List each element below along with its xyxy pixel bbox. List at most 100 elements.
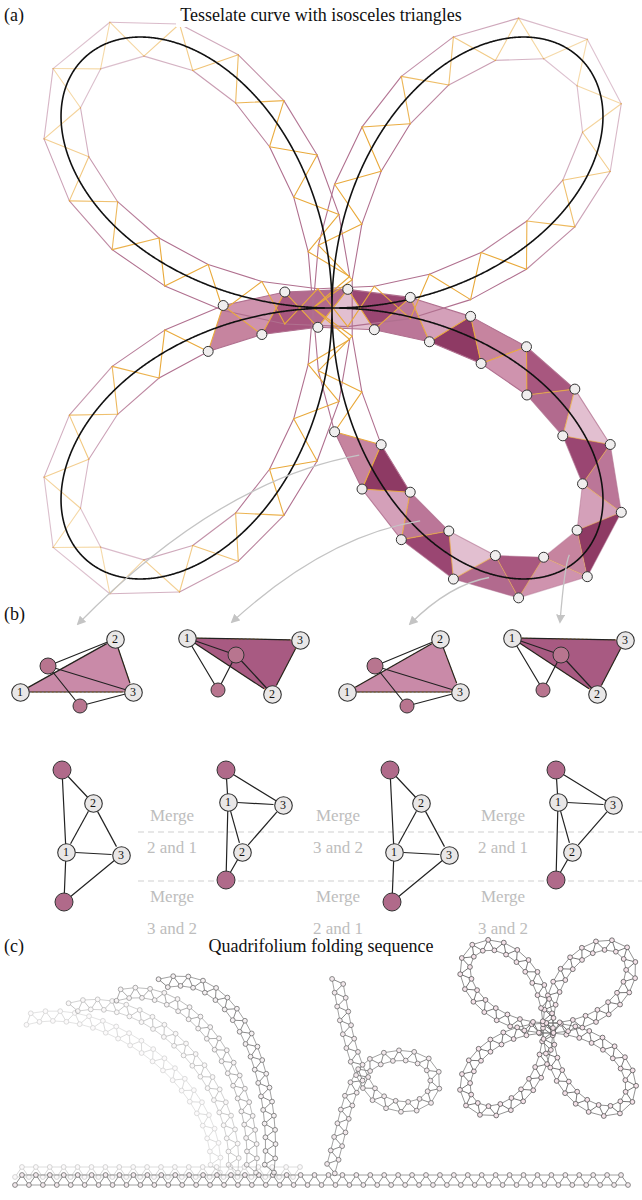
folding-sequence-part <box>13 1165 303 1180</box>
folding-sequence-part-part <box>145 1173 150 1178</box>
vertex-number: 2 <box>588 685 607 704</box>
folding-sequence-part-part <box>501 1030 506 1035</box>
panel-title: Quadrifolium folding sequence <box>205 936 438 958</box>
offset-rails-part <box>401 37 453 76</box>
folding-sequence-part-part <box>498 1102 503 1107</box>
folding-sequence-part-part <box>204 1036 209 1041</box>
folding-sequence-part-part <box>397 1048 402 1053</box>
folding-sequence-part-part <box>608 1103 613 1108</box>
triangle-edge <box>28 644 106 688</box>
band-vertices-part <box>522 390 532 400</box>
folding-sequence-part-part <box>81 998 86 1003</box>
folding-sequence-part-part <box>64 1019 69 1024</box>
folding-sequence-part-part <box>465 1173 470 1178</box>
triangle-edge <box>520 643 589 689</box>
folding-sequence-part-part <box>382 1173 387 1178</box>
folding-sequence-part-part <box>494 1113 499 1118</box>
folding-sequence-part <box>458 937 639 1118</box>
folding-sequence-part-part <box>579 945 584 950</box>
folding-sequence-part-part <box>27 1183 32 1188</box>
folding-sequence-part-part <box>255 1044 260 1049</box>
folding-sequence-part-part <box>326 1173 331 1178</box>
offset-rails-part <box>575 172 610 227</box>
folding-sequence-part-part <box>184 1041 189 1046</box>
folding-sequence-part-part <box>114 1024 119 1029</box>
folding-sequence-part <box>13 1173 631 1188</box>
folding-sequence-part-part <box>205 1086 210 1091</box>
offset-rails-part <box>526 227 574 269</box>
vertex-number: 1 <box>338 683 357 702</box>
folding-sequence-part-part <box>594 939 599 944</box>
folding-sequence-part-part <box>349 1023 354 1028</box>
folding-sequence-part-part <box>236 1183 241 1188</box>
vertex-number: 1 <box>385 843 404 862</box>
folding-sequence-part-part <box>552 1042 557 1047</box>
folding-sequence-part-part <box>343 995 348 1000</box>
folding-sequence-part-part <box>508 1024 513 1029</box>
folding-sequence-part-part <box>216 1140 221 1145</box>
triangle-zigzag-part <box>544 39 588 58</box>
folding-sequence-part-part <box>428 1078 433 1083</box>
folding-sequence-part-part <box>557 990 562 995</box>
offset-rails-part <box>318 327 374 329</box>
folding-sequence-part-part <box>330 977 335 982</box>
folding-sequence-part-part <box>533 1065 538 1070</box>
folding-sequence-part-part <box>563 1091 568 1096</box>
folding-sequence-part-part <box>346 1116 351 1121</box>
folding-sequence-part-part <box>179 1088 184 1093</box>
folding-sequence-part-part <box>114 998 119 1003</box>
folding-sequence-part-part <box>493 1173 498 1178</box>
band-vertices-part <box>558 431 568 441</box>
folding-sequence-part-part <box>366 1075 371 1080</box>
folding-sequence-part-part <box>226 1162 231 1167</box>
offset-rails-part <box>527 180 563 221</box>
offset-rails-part <box>112 330 165 366</box>
folding-sequence-part-part <box>24 1022 29 1027</box>
offset-rails-part <box>159 351 208 378</box>
folding-sequence-part-part <box>478 1112 483 1117</box>
folding-sequence-part-part <box>173 1066 178 1071</box>
folding-sequence-part-part <box>575 1089 580 1094</box>
vertex-outline <box>274 796 292 814</box>
folding-sequence-part-part <box>214 986 219 991</box>
vertex-outline <box>616 631 634 649</box>
folding-sequence-part-part <box>337 1018 342 1023</box>
folding-sequence-part-part <box>590 951 595 956</box>
offset-rails-part <box>308 252 313 308</box>
merge-graphs-part <box>392 855 449 902</box>
folding-sequence-part-part <box>633 960 638 965</box>
offset-rails-part <box>44 477 53 547</box>
folding-sequence-part-part <box>237 1073 242 1078</box>
merged-vertex <box>40 658 56 674</box>
folding-sequence-part-part <box>161 1035 166 1040</box>
folding-sequence-part-part <box>186 1165 191 1170</box>
folding-sequence-part-part <box>515 948 520 953</box>
folding-sequence-part-part <box>173 1031 178 1036</box>
vertex-number: 3 <box>274 796 293 815</box>
folding-sequence-part-part <box>58 1009 63 1014</box>
offset-rails-part <box>69 201 112 250</box>
folding-sequence-part-part <box>551 1016 556 1021</box>
folding-sequence-part-part <box>103 1030 108 1035</box>
folding-sequence-part-part <box>459 956 464 961</box>
folding-sequence-part-part <box>340 1173 345 1178</box>
triangle-edge <box>276 648 295 685</box>
folding-sequence-part-part <box>605 1173 610 1178</box>
offset-rails-part <box>449 60 496 85</box>
folding-sequence-part-part <box>527 1076 532 1081</box>
folding-sequence-part-part <box>182 1076 187 1081</box>
offset-rails-part <box>89 414 118 459</box>
offset-rails-part <box>44 69 53 139</box>
folding-sequence-part-part <box>284 1173 289 1178</box>
folding-sequence-part-part <box>554 1079 559 1084</box>
offset-rails-part <box>429 342 481 364</box>
vertex-outline <box>412 794 430 812</box>
folding-sequence-part-part <box>406 1100 411 1105</box>
folding-sequence-part-part <box>514 960 519 965</box>
offset-rails-part <box>610 104 621 172</box>
folding-sequence-part-part <box>390 1059 395 1064</box>
offset-rails-part <box>208 335 262 352</box>
folding-sequence-part-part <box>162 1056 167 1061</box>
folding-sequence-part-part <box>138 1183 143 1188</box>
offset-rails-part <box>208 265 262 282</box>
